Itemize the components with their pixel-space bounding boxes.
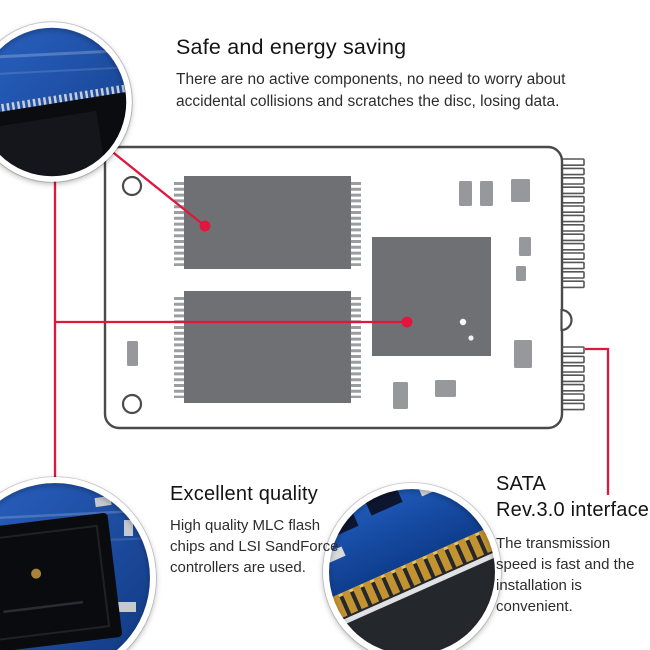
callout-dot-controller [401,316,413,328]
section-sata-title: SATA Rev.3.0 interface [496,471,650,524]
section-safe-title: Safe and energy saving [176,35,407,59]
chip-leads-photo [0,84,126,119]
photo-inset-flash-closeup [0,21,133,183]
controller-marking-dot-2 [468,335,474,341]
section-sata-body: The transmission speed is fast and the i… [496,534,635,615]
section-sata: SATA Rev.3.0 interface The transmission … [496,471,650,617]
msata-board-diagram [103,145,585,430]
photo-inset-connector-closeup [322,482,502,650]
flash-chip-1 [174,176,361,269]
inset-ring-bottom-left [0,477,156,650]
sata-connector-teeth-top [559,158,585,289]
inset-ring-top-left [0,22,132,182]
section-sata-title-line2: Rev.3.0 interface [496,499,650,522]
pcb-edge-photo [326,486,498,610]
mounting-hole-bottom [121,393,143,415]
mounting-hole-top [121,175,143,197]
section-quality: Excellent quality High quality MLC flash… [170,483,342,578]
flash-chip-2 [174,291,361,403]
section-safe: Safe and energy saving There are no acti… [176,35,626,113]
black-controller-photo [0,512,122,650]
inset-ring-bottom-middle [323,483,501,650]
callout-line-flash-chip [109,149,206,227]
callout-dot-flash-chip [199,220,211,232]
smd-components [127,179,532,409]
gold-finger-pins-photo [326,516,498,628]
connector-key-notch [560,308,573,332]
callout-line-sata [585,347,610,495]
flash-chip-1-body [184,176,351,269]
section-sata-title-line1: SATA [496,473,547,495]
section-quality-title: Excellent quality [170,483,318,505]
callout-lines [53,149,610,495]
section-quality-body: High quality MLC flash chips and LSI San… [170,517,339,576]
controller-chip [372,237,491,356]
section-safe-body: There are no active components, no need … [176,71,566,110]
controller-marking-dot-1 [459,318,467,326]
sata-connector-teeth-bottom [559,346,585,411]
photo-inset-controller-closeup [0,476,157,650]
flash-chip-2-body [184,291,351,403]
